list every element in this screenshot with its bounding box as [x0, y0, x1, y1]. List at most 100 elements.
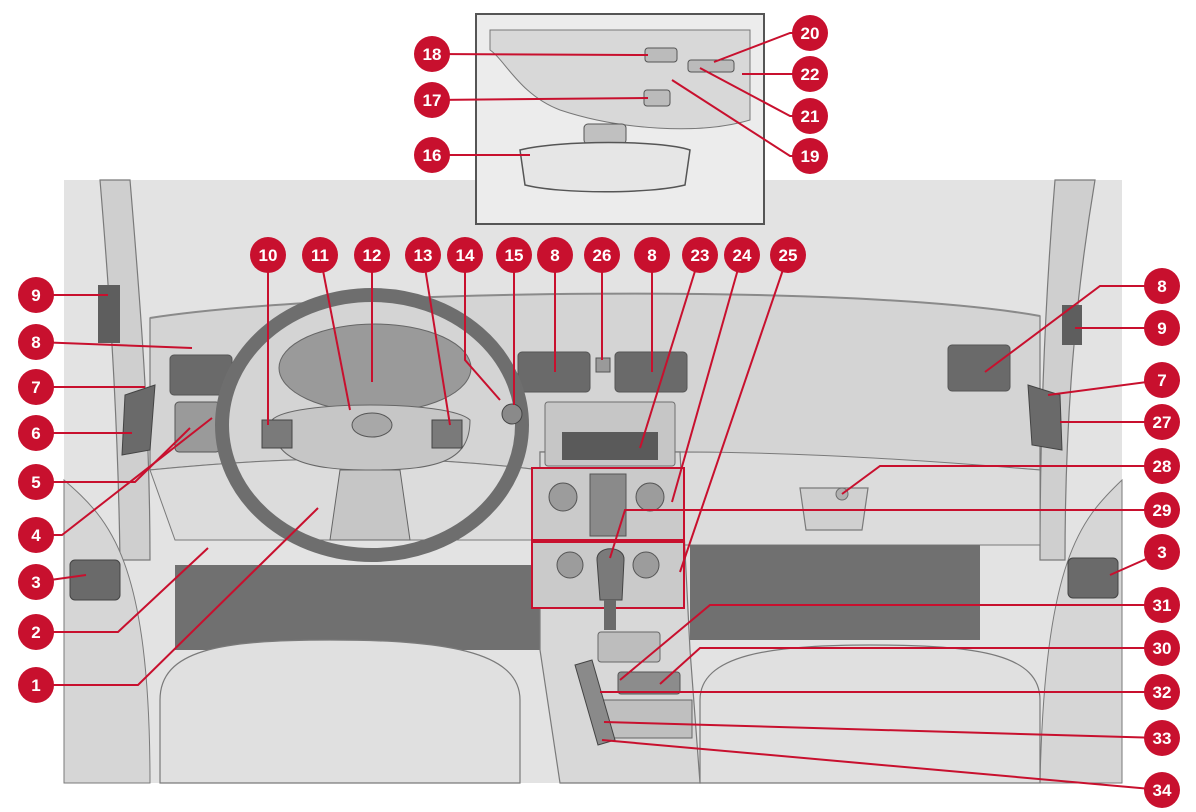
callout-leader-c29: [609, 509, 1162, 559]
armrest-storage: [599, 699, 693, 739]
callout-leader-lines: [35, 32, 1163, 791]
callout-badge-c7r: [1144, 362, 1180, 398]
callout-leader-c31: [619, 604, 1162, 681]
callout-label-c14: 14: [456, 246, 475, 265]
callout-label-c8b: 8: [647, 246, 656, 265]
callout-label-c34: 34: [1153, 781, 1172, 800]
left-side-window-vent: [98, 285, 120, 343]
callout-badge-c28: [1144, 448, 1180, 484]
callout-leader-c8r: [984, 285, 1162, 373]
callout-label-c10: 10: [259, 246, 278, 265]
rear-view-mirror: [519, 141, 691, 193]
callout-label-c20: 20: [801, 24, 820, 43]
callout-badge-c11: [302, 237, 338, 273]
callout-badge-c22: [792, 56, 828, 92]
callout-label-c4: 4: [31, 526, 41, 545]
reading-light-button: [644, 47, 678, 63]
callout-label-c16: 16: [423, 146, 442, 165]
overhead-console-inset: [475, 13, 765, 225]
callout-badge-c30: [1144, 630, 1180, 666]
callout-label-c7l: 7: [31, 378, 40, 397]
callout-leader-c24: [671, 254, 743, 503]
callout-leader-c25: [679, 254, 789, 573]
callout-label-c9r: 9: [1157, 319, 1166, 338]
callout-badge-c17: [414, 82, 450, 118]
callout-badge-c32: [1144, 674, 1180, 710]
callout-badge-c25: [770, 237, 806, 273]
callout-leader-c1: [36, 507, 319, 686]
console-controls: [617, 671, 681, 695]
right-door: [1039, 478, 1123, 784]
callout-label-c1: 1: [31, 676, 40, 695]
audio-display: [562, 432, 658, 460]
callout-label-c28: 28: [1153, 457, 1172, 476]
callout-label-c30: 30: [1153, 639, 1172, 658]
callout-badge-c8l: [18, 324, 54, 360]
callout-label-c12: 12: [363, 246, 382, 265]
callout-badge-c8b: [634, 237, 670, 273]
callout-label-c19: 19: [801, 147, 820, 166]
callout-leader-c5: [36, 427, 191, 483]
callout-label-c3r: 3: [1157, 543, 1166, 562]
callout-leader-c18: [431, 53, 649, 56]
callout-badge-c3l: [18, 564, 54, 600]
gear-lever: [596, 548, 625, 601]
callout-leader-c7r: [1047, 379, 1163, 396]
right-window-switch: [1067, 557, 1119, 599]
callout-badge-c20: [792, 15, 828, 51]
steering-spoke-lower: [329, 469, 411, 541]
right-side-vent: [947, 344, 1011, 392]
callout-badge-c9l: [18, 277, 54, 313]
callout-label-c9l: 9: [31, 286, 40, 305]
callout-leader-c28: [841, 465, 1162, 495]
callout-badge-c8a: [537, 237, 573, 273]
callout-badge-c9r: [1144, 310, 1180, 346]
left-window-switch: [69, 559, 121, 601]
callout-badge-c21: [792, 98, 828, 134]
callout-leader-c13: [422, 254, 451, 426]
passenger-seat: [699, 644, 1041, 784]
callout-label-c29: 29: [1153, 501, 1172, 520]
callout-label-c11: 11: [311, 246, 329, 265]
control-knob-upper-right: [635, 482, 665, 512]
callout-badge-c16: [414, 137, 450, 173]
callout-label-c27: 27: [1153, 413, 1172, 432]
callout-label-c17: 17: [423, 91, 442, 110]
callout-leader-c8l: [35, 341, 193, 349]
callout-label-c3l: 3: [31, 573, 40, 592]
callout-badge-c19: [792, 138, 828, 174]
callout-label-c6: 6: [31, 424, 40, 443]
callout-label-c18: 18: [423, 45, 442, 64]
console-tray: [597, 631, 661, 663]
callout-label-c15: 15: [505, 246, 524, 265]
steering-wheel-left-keypad: [261, 419, 293, 449]
volvo-logo: [351, 412, 393, 438]
callout-label-c7r: 7: [1157, 371, 1166, 390]
callout-badge-c7l: [18, 369, 54, 405]
parking-brake: [574, 659, 616, 746]
instrument-cluster: [278, 323, 472, 413]
callout-badge-c13: [405, 237, 441, 273]
steering-wheel-hub: [271, 404, 471, 471]
callout-badge-c2: [18, 614, 54, 650]
sunroof-control: [687, 59, 735, 73]
callout-leader-c30: [659, 647, 1162, 685]
callout-badge-c23: [682, 237, 718, 273]
right-side-window-vent: [1062, 305, 1082, 345]
callout-leader-c34: [601, 739, 1163, 791]
callout-badge-c14: [447, 237, 483, 273]
callout-badge-c12: [354, 237, 390, 273]
callout-badge-c24: [724, 237, 760, 273]
right-door-handle: [1027, 384, 1063, 451]
gear-shaft: [604, 600, 616, 630]
control-knob-lower-right: [632, 551, 660, 579]
steering-wheel-right-keypad: [431, 419, 463, 449]
callout-badge-c15: [496, 237, 532, 273]
callout-badge-c10: [250, 237, 286, 273]
callout-badge-c4: [18, 517, 54, 553]
callout-badge-c34: [1144, 772, 1180, 808]
keypad: [589, 473, 627, 537]
callout-label-c24: 24: [733, 246, 752, 265]
